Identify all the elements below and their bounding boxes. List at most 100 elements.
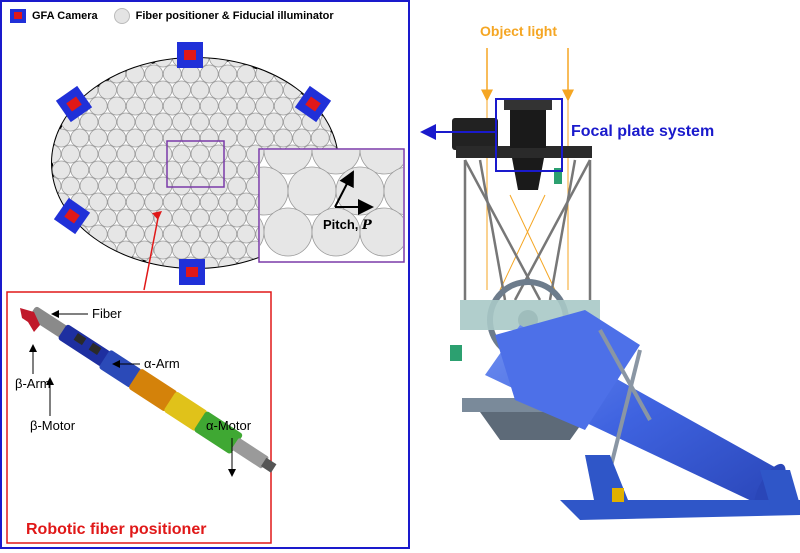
fiber-positioner-circle (311, 150, 361, 175)
fiber-positioner-circle (236, 64, 256, 84)
fiber-positioner-circle (125, 128, 145, 148)
fiber-positioner-circle (52, 58, 62, 68)
fiber-positioner-circle (153, 58, 173, 68)
fiber-positioner-circle (98, 112, 117, 132)
fiber-positioner-label: Fiber positioner & Fiducial illuminator (135, 10, 334, 22)
fiber-positioner-circle (227, 80, 247, 100)
fiber-positioner-circle (172, 176, 191, 196)
telescope-illustration (450, 48, 800, 520)
fiber-positioner-circle (52, 160, 71, 180)
fiber-positioner-circle (301, 58, 321, 68)
fiber-positioner-circle (116, 144, 136, 164)
fiber-positioner-circle (125, 64, 145, 84)
fiber-positioner-circle (181, 160, 201, 180)
fiber-positioner-circle (310, 64, 330, 84)
fiber-positioner-circle (107, 128, 127, 148)
positioner-box (6, 291, 272, 544)
fiber-positioner-circle (227, 176, 247, 196)
focal-plate-system-box (495, 98, 563, 172)
zoom-region-box (166, 140, 225, 188)
fiber-positioner-circle (218, 96, 238, 116)
fiber-positioner-circle (52, 256, 71, 268)
positioner-pointer (143, 217, 159, 291)
fiber-positioner-circle (135, 80, 154, 100)
pitch-zoom-inset: Pitch, P (258, 148, 405, 263)
fiber-positioner-circle (218, 192, 238, 212)
fiber-positioner-circle (181, 192, 201, 212)
fiber-positioner-circle (199, 224, 219, 244)
gfa-camera-top (177, 42, 203, 68)
fiber-positioner-circle (144, 128, 164, 148)
fiber-positioner-circle (383, 167, 403, 215)
fiber-positioner-circle (310, 128, 330, 148)
fiber-positioner-circle (153, 144, 173, 164)
fiber-positioner-circle (107, 192, 127, 212)
fiber-positioner-circle (236, 224, 256, 244)
fiber-positioner-circle (199, 192, 219, 212)
fiber-positioner-circle (144, 96, 164, 116)
pitch-label: Pitch, P (323, 217, 373, 233)
beta-motor-label: β-Motor (30, 418, 76, 433)
fiber-positioner-circle (153, 80, 173, 100)
gfa-camera-swatch (10, 9, 26, 23)
fiber-positioner-circle (88, 96, 108, 116)
gfa-cameras (53, 42, 332, 285)
gfa-camera-lower-left (53, 197, 91, 235)
fiber-positioner-circle (218, 224, 238, 244)
alpha-motor-label: α-Motor (206, 418, 252, 433)
legend: GFA Camera Fiber positioner & Fiducial i… (10, 8, 334, 24)
gfa-camera-upper-left (55, 85, 93, 123)
fiber-positioner-circle (116, 80, 136, 100)
fiber-positioner-circle (162, 192, 182, 212)
fiber-positioner-circle (107, 160, 127, 180)
fiber-positioner-circle (144, 192, 164, 212)
fiber-positioner-circle (227, 112, 247, 132)
fiber-positioner-circle (125, 224, 145, 244)
fiber-positioner-circle (264, 58, 284, 68)
fiber-positioner-circle (172, 240, 191, 260)
fiber-positioner-circle (190, 240, 210, 260)
fiber-positioner-circle (172, 208, 191, 228)
fiber-positioner-circle (79, 58, 99, 68)
fiber-positioner-circle (107, 96, 127, 116)
fiber-positioner-circle (227, 208, 247, 228)
focal-plate-system-label: Focal plate system (571, 123, 714, 140)
fiber-positioner-circle (246, 58, 265, 68)
fiber-positioner-circle (255, 128, 275, 148)
fiber-positioner-circle (125, 160, 145, 180)
fiber-positioner-circle (260, 150, 265, 164)
fiber-positioner-circle (199, 160, 219, 180)
fiber-positioner-circle (98, 144, 117, 164)
fiber-positioner-circle (135, 208, 154, 228)
fiber-positioner-circle (199, 128, 219, 148)
fiber-positioner-circle (135, 144, 154, 164)
fiber-positioner-circle (153, 176, 173, 196)
fiber-positioner-circle (88, 224, 108, 244)
fiber-positioner-circle (227, 58, 247, 68)
fiber-positioner-circle (227, 144, 247, 164)
fiber-positioner-circle (263, 150, 313, 175)
fiber-positioner-circle (107, 256, 127, 268)
fiber-positioner-circle (199, 64, 219, 84)
fiber-positioner-circle (79, 144, 99, 164)
fiber-positioner-circle (190, 208, 210, 228)
fiber-positioner-circle (52, 176, 62, 196)
fiber-positioner-circle (61, 176, 80, 196)
fiber-label: Fiber (92, 306, 122, 321)
fiber-positioner-circle (79, 240, 99, 260)
fiber-positioner-circle (116, 58, 136, 68)
fiber-positioner-circle (162, 160, 182, 180)
fiber-positioner-circle (359, 207, 403, 257)
fiber-positioner-circle (172, 80, 191, 100)
fiber-positioner-circle (209, 112, 228, 132)
fiber-positioner-circle (227, 240, 247, 260)
fiber-positioner-circle (98, 208, 117, 228)
fiber-positioner-circle (273, 128, 293, 148)
fiber-positioner-circle (236, 96, 256, 116)
fiber-positioner-circle (292, 128, 312, 148)
fiber-positioner-circle (246, 80, 265, 100)
fiber-positioner-circle (125, 256, 145, 268)
fiber-positioner-circle (88, 64, 108, 84)
fiber-positioner-circle (107, 224, 127, 244)
fiber-positioner-circle (61, 144, 80, 164)
